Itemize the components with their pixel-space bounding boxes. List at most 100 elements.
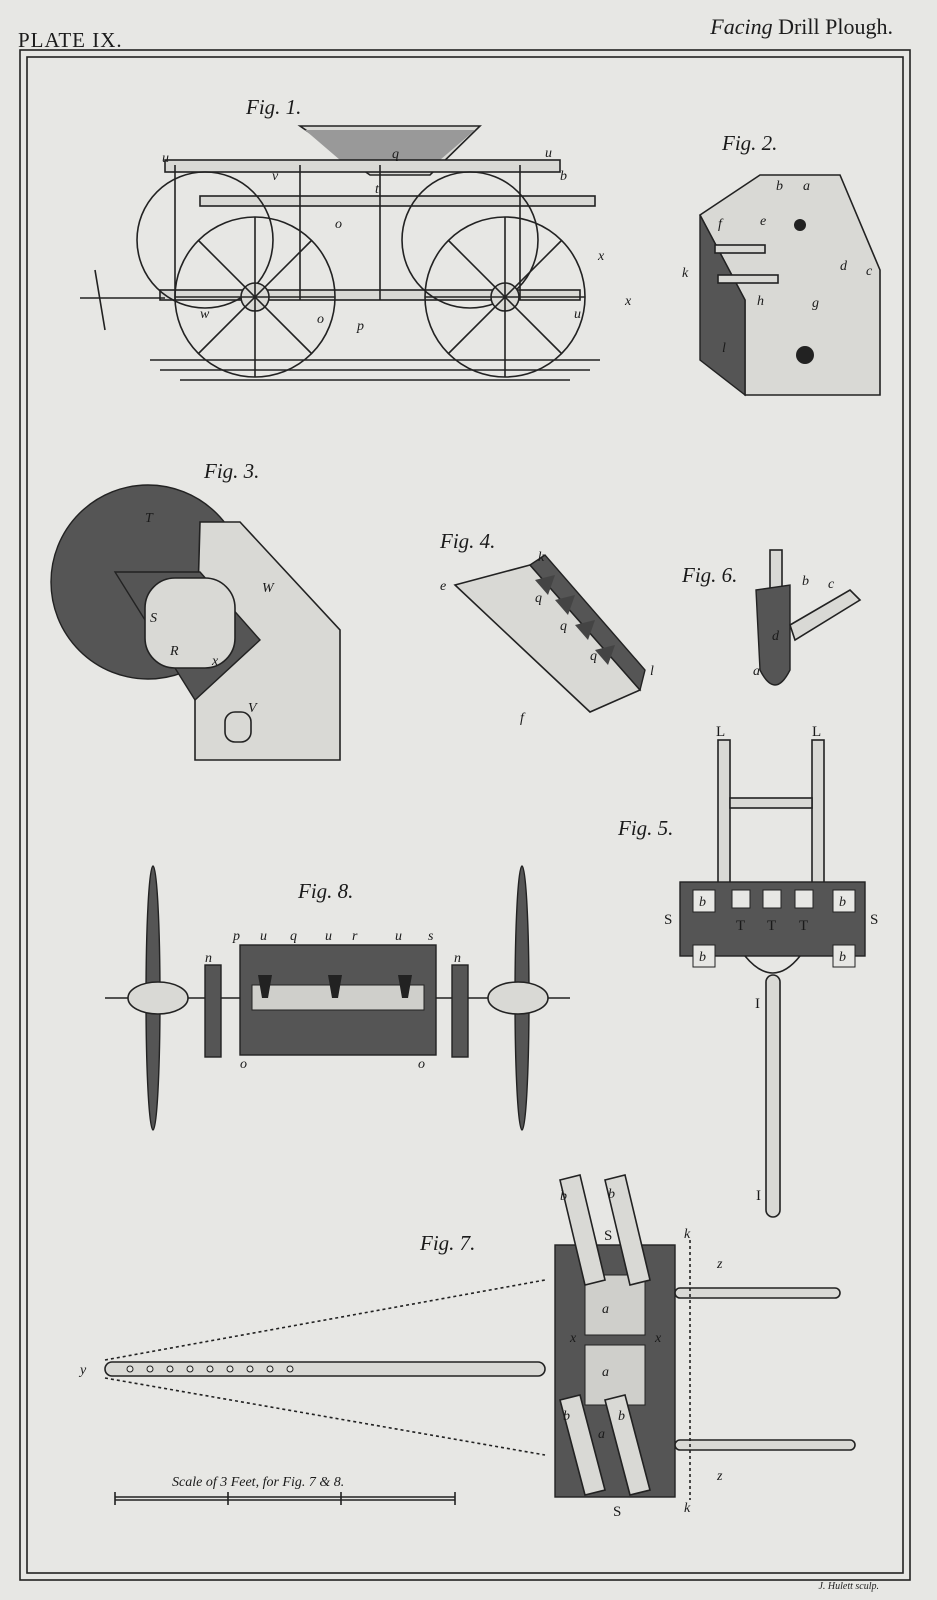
plate-caption: Facing Drill Plough. [710, 14, 893, 40]
fig2-seed-box: Fig. 2. b a f e k d c h g l [682, 131, 881, 397]
fig7-plough-plan: Fig. 7. b b S k z a x x [78, 1174, 856, 1520]
fig7-handle-lower [674, 1439, 856, 1451]
fig7-letter: x [654, 1331, 662, 1346]
outer-frame [19, 49, 911, 1581]
fig3-feed-wheel-box: Fig. 3. T W S R V x [50, 459, 341, 761]
fig5-handle-right [811, 739, 825, 891]
fig2-letter: a [803, 179, 810, 194]
fig7-letter: b [563, 1409, 570, 1424]
fig4-seed-channel: Fig. 4. k e q q q f l [439, 529, 654, 726]
fig7-beam-holes [126, 1365, 294, 1373]
fig4-letter: k [538, 550, 545, 565]
fig5-fork [744, 955, 801, 974]
fig7-letter: b [608, 1187, 615, 1202]
fig5-tail [765, 974, 781, 1218]
fig4-letter: l [650, 664, 654, 679]
fig6-share: Fig. 6. b c d a [681, 549, 862, 686]
fig1-label: Fig. 1. [245, 95, 301, 119]
fig1-letter: u [162, 151, 169, 166]
fig1-letter: w [200, 307, 210, 322]
fig1-mid-rail [199, 195, 596, 207]
fig7-hopper-lower [584, 1344, 646, 1406]
fig8-collar-right [451, 964, 469, 1058]
fig5-letter: b [699, 895, 706, 910]
fig2-letter: b [776, 179, 783, 194]
fig1-letter: q [392, 147, 399, 162]
fig7-letter: b [560, 1189, 567, 1204]
fig4-letter: q [560, 619, 567, 634]
fig4-letter: q [535, 591, 542, 606]
fig7-hopper-upper [584, 1274, 646, 1336]
fig3-letter: V [248, 701, 258, 716]
fig1-letter: b [560, 169, 567, 184]
fig1-handle [94, 269, 106, 331]
fig8-axle-barrel: Fig. 8. p u q u r u s n n o o [105, 865, 570, 1131]
fig1-letter: x [597, 249, 605, 264]
fig7-letter: k [684, 1227, 691, 1242]
fig3-letter: S [150, 611, 157, 626]
fig1-front-wheel-back [401, 171, 539, 309]
fig1-bottom-rail [159, 289, 581, 301]
fig7-label: Fig. 7. [419, 1231, 475, 1255]
fig8-letter: n [454, 951, 461, 966]
fig5-sockets [692, 889, 856, 968]
fig2-letter: d [840, 259, 848, 274]
fig2-letter: f [718, 217, 724, 232]
fig6-arm [789, 588, 862, 642]
fig2-letter: h [757, 294, 764, 309]
fig1-letter: u [574, 307, 581, 322]
fig8-letter: u [260, 929, 267, 944]
fig5-letter: T [736, 918, 745, 934]
caption-facing: Facing [710, 14, 773, 39]
plate-title: PLATE IX. [18, 28, 123, 52]
fig2-label: Fig. 2. [721, 131, 777, 155]
fig6-letter: a [753, 664, 760, 679]
engraver-credit: J. Hulett sculp. [818, 1581, 879, 1592]
fig5-letter: b [839, 950, 846, 965]
fig1-letter: x [624, 294, 632, 309]
fig3-drum [144, 577, 236, 669]
fig2-hole-front [796, 346, 814, 364]
fig1-rear-wheel-back [136, 171, 274, 309]
fig8-hub-right [487, 981, 549, 1015]
fig1-letter: u [545, 146, 552, 161]
fig8-collar-left [204, 964, 222, 1058]
fig1-letter: t [375, 182, 380, 197]
fig2-hole-top [794, 219, 806, 231]
fig8-cups [258, 975, 412, 998]
fig8-letter: s [428, 929, 434, 944]
fig8-letter: o [240, 1057, 247, 1072]
fig8-letter: u [395, 929, 402, 944]
fig8-letter: n [205, 951, 212, 966]
fig1-letter: o [335, 217, 342, 232]
fig5-letter: T [767, 918, 776, 934]
fig4-label: Fig. 4. [439, 529, 495, 553]
fig2-slider [717, 274, 779, 284]
fig7-dotted-line [104, 1279, 546, 1361]
fig1-ground-hatching [150, 359, 600, 381]
fig7-letter: z [716, 1257, 723, 1272]
fig7-dotted-line [104, 1377, 546, 1456]
fig5-share-frame: Fig. 5. L L S S b b b b T T T I I [617, 724, 878, 1218]
scale-bar: Scale of 3 Feet, for Fig. 7 & 8. [114, 1475, 456, 1505]
fig8-hub-left [127, 981, 189, 1015]
scale-caption: Scale of 3 Feet, for Fig. 7 & 8. [172, 1475, 344, 1490]
fig7-letter: x [569, 1331, 577, 1346]
fig1-spokes [175, 217, 585, 377]
fig4-letter: f [520, 711, 526, 726]
fig4-cups [535, 575, 615, 665]
fig5-letter: b [839, 895, 846, 910]
fig8-letter: r [352, 929, 358, 944]
fig5-letter: L [812, 724, 821, 740]
fig8-letter: p [232, 929, 240, 944]
fig8-label: Fig. 8. [297, 879, 353, 903]
fig7-share-bottom-left [559, 1394, 606, 1496]
fig1-letter: v [272, 169, 279, 184]
fig3-letter: R [169, 644, 179, 659]
fig7-share-top-right [604, 1174, 651, 1286]
fig6-blade [755, 584, 791, 686]
fig3-letter: x [211, 654, 219, 669]
fig7-letter: S [604, 1228, 612, 1244]
fig5-letter: T [799, 918, 808, 934]
fig7-letter: y [78, 1363, 87, 1378]
